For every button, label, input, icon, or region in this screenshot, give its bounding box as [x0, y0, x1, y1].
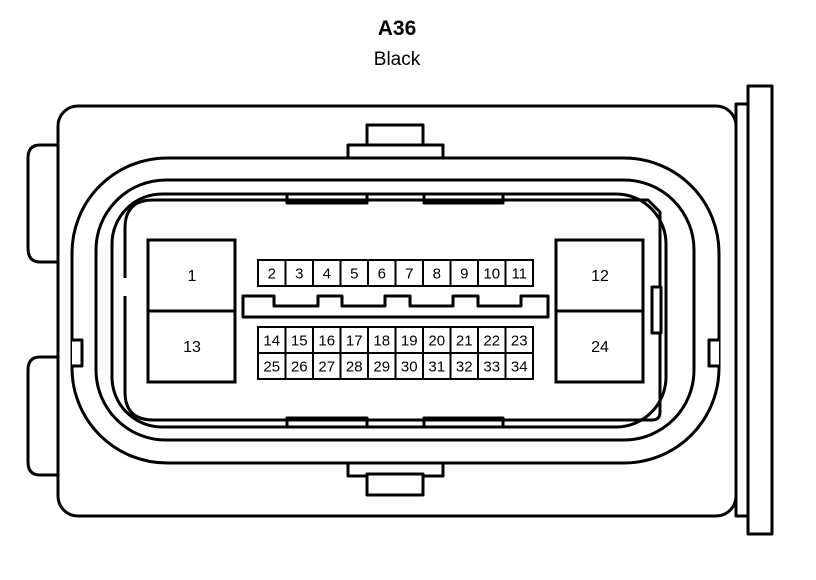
pin-label-29: 29: [373, 359, 390, 376]
top-lock-base: [346, 143, 445, 160]
pin-cell-33: [477, 352, 507, 380]
inner-cavity-contour: [123, 198, 662, 422]
seal-ring-middle: [94, 178, 696, 442]
pin-cell-11: [504, 259, 534, 287]
bottom-guide-left: [285, 416, 369, 427]
pin-label-34: 34: [511, 359, 528, 376]
pin-cell-9: [449, 259, 479, 287]
pin-label-30: 30: [401, 359, 418, 376]
pin-cell-10: [477, 259, 507, 287]
pin-cell-21: [449, 326, 479, 354]
pin-cell-6: [367, 259, 397, 287]
pin-label-1: 1: [188, 268, 197, 285]
pin-label-27: 27: [318, 359, 335, 376]
pin-label-6: 6: [378, 266, 386, 283]
pin-cell-8: [422, 259, 452, 287]
center-key-rib: [241, 294, 550, 319]
pin-label-22: 22: [483, 333, 500, 350]
inner-cavity: [110, 192, 668, 429]
top-guide-right: [422, 194, 505, 205]
pin-cell-23: [504, 326, 534, 354]
seal-ring-edge-left: [72, 338, 84, 368]
pin-label-12: 12: [591, 268, 609, 285]
pin-label-25: 25: [263, 359, 280, 376]
pin-cell-28: [339, 352, 369, 380]
pin-label-5: 5: [350, 266, 358, 283]
pin-label-17: 17: [346, 333, 363, 350]
pin-label-16: 16: [318, 333, 335, 350]
pin-label-28: 28: [346, 359, 363, 376]
pin-label-8: 8: [433, 266, 441, 283]
pin-label-9: 9: [460, 266, 468, 283]
pin-label-32: 32: [456, 359, 473, 376]
pin-cell-32: [449, 352, 479, 380]
bottom-lock-tab: [365, 472, 425, 497]
pin-label-4: 4: [323, 266, 331, 283]
pin-cell-18: [367, 326, 397, 354]
pin-label-24: 24: [591, 339, 609, 356]
pin-label-7: 7: [405, 266, 413, 283]
connector-color: Black: [373, 49, 421, 70]
pin-label-14: 14: [263, 333, 280, 350]
right-plate-inner: [746, 84, 774, 536]
pin-label-2: 2: [268, 266, 276, 283]
pin-label-3: 3: [295, 266, 303, 283]
left-latch-top: [26, 143, 58, 264]
pin-label-18: 18: [373, 333, 390, 350]
left-latch-bottom: [26, 355, 58, 477]
bottom-guide-right: [422, 416, 505, 427]
pin-label-13: 13: [183, 339, 201, 356]
pin-label-20: 20: [428, 333, 445, 350]
pin-cell-34: [504, 352, 534, 380]
seal-ring-edge-right: [707, 338, 719, 368]
pin-label-26: 26: [291, 359, 308, 376]
pin-cell-19: [394, 326, 424, 354]
pin-cell-27: [312, 352, 342, 380]
pin-label-33: 33: [483, 359, 500, 376]
pin-cell-25: [257, 352, 287, 380]
right-key-notch: [650, 285, 663, 335]
pin-label-31: 31: [428, 359, 445, 376]
connector-id: A36: [377, 17, 417, 40]
pin-label-19: 19: [401, 333, 418, 350]
pin-label-23: 23: [511, 333, 528, 350]
pin-label-15: 15: [291, 333, 308, 350]
pin-cell-29: [367, 352, 397, 380]
pin-cell-5: [339, 259, 369, 287]
pin-label-21: 21: [456, 333, 473, 350]
pin-label-11: 11: [511, 266, 527, 283]
top-guide-left: [285, 194, 369, 205]
pin-label-10: 10: [483, 266, 500, 283]
